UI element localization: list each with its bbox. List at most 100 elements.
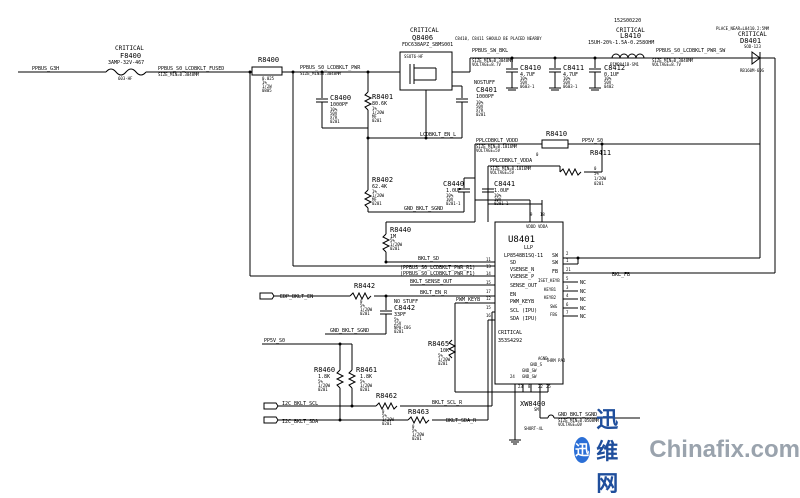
- r8461-pkg: 0201: [360, 387, 370, 392]
- u8401-pin-sd: SD: [510, 260, 516, 266]
- r8463-pkg: 0201: [412, 436, 422, 441]
- d8401-pkg: RB160M-60G: [740, 68, 765, 73]
- ppbus-pwr-label: PPBUS_S0_LCDBKLT_PWR: [300, 65, 361, 71]
- d8401-value: SOD-123: [744, 44, 761, 49]
- c8410-value: 4.7UF: [520, 72, 535, 78]
- c8400-tol: 10%: [330, 107, 338, 112]
- capacitor-c8441: C8441 1.0UF 10% 10V 0201-1: [482, 178, 515, 206]
- watermark: 迅 迅维网 Chinafix.com: [560, 408, 800, 497]
- watermark-en-text: Chinafix.com: [649, 435, 800, 463]
- r8411-value: 0: [594, 166, 597, 171]
- u8401-pin-vsense-n: VSENSE_N: [510, 267, 534, 273]
- bkl-fb-label: BKL_FB: [612, 272, 630, 278]
- c8412-pkg: 0402: [604, 84, 614, 89]
- pp5v-s0-label: PP5V_S0: [582, 138, 603, 144]
- r8400-ref: R8400: [258, 56, 279, 64]
- capacitor-c8400: C8400 1000PF 10% 50V X7R 0201: [316, 70, 351, 128]
- r8411-pkg: 0201: [594, 181, 604, 186]
- u8401-pin-iset: ISET_KEYB: [538, 278, 560, 283]
- u8401-pin-num-6: 6: [566, 302, 569, 307]
- r8463-tol: 5%: [412, 428, 417, 433]
- r8401-ref: R8401: [372, 93, 393, 101]
- ground-symbol-c8410: [506, 87, 518, 91]
- r8410-ref: R8410: [546, 130, 567, 138]
- r8462-ref: R8462: [376, 392, 397, 400]
- u8401-pin-keyb1: KEYB1: [544, 287, 557, 292]
- ppbus-g3h-label: PPBUS_G3H: [32, 66, 59, 72]
- resistor-r8461: R8461 1.8K 5% 1/20W 0201: [347, 366, 377, 406]
- u8401-pin-sense-out: SENSE_OUT: [510, 283, 537, 289]
- net-edp-bklt-en: EDP_BKLT_EN: [259, 292, 350, 300]
- r8440-pwr: 1/20W: [390, 242, 403, 247]
- r8442-ref: R8442: [354, 282, 375, 290]
- r8460-pkg: 0201: [318, 387, 328, 392]
- inductor-l8410: 152S00220 CRITICAL L8410 15UH-20%-1.5A-0…: [588, 18, 654, 67]
- c8442-value: 33PF: [394, 312, 406, 318]
- r8463-ref: R8463: [408, 408, 429, 416]
- r8401-pwr: 1/20W: [372, 110, 385, 115]
- c8411-tol: 10%: [563, 76, 571, 81]
- bklt-sense-out-label: BKLT_SENSE_OUT: [410, 279, 452, 285]
- lcdbklt-en-l-label: LCDBKLT_EN_L: [420, 132, 456, 138]
- net-ppbus-fused: PPBUS_S0_LCDBKLT_FUSED SIZE_MIN=0.3048MM: [158, 66, 224, 77]
- r8411-ref: R8411: [590, 149, 611, 157]
- resistor-r8411: R8411 0 5% 1/20W 0201: [559, 149, 611, 186]
- c8400-value: 1000PF: [330, 102, 348, 108]
- pp5v-s0-left-label: PP5V_S0: [264, 338, 285, 344]
- capacitor-c8440: C8440 1.0UF 10% 10V 0201-1: [443, 177, 475, 212]
- c8400-ref: C8400: [330, 94, 351, 102]
- title-note: 152S00220: [614, 18, 641, 24]
- pplcdbklt-vdda-label: PPLCDBKLT_VDDA: [490, 158, 532, 164]
- l8410-ref: L8410: [620, 32, 641, 40]
- u8401-pin-keyb2: KEYB2: [544, 295, 557, 300]
- diode-d8401: CRITICAL D8401 SOD-123 RB160M-60G: [738, 31, 775, 73]
- u8401-pin-num-15: 15: [486, 280, 491, 285]
- f8400-package: 603-HF: [118, 76, 133, 81]
- r8401-pkg: 0201: [372, 118, 382, 123]
- u8401-pin-num-17: 17: [486, 289, 491, 294]
- svg-text:SIZE_MIN=0.3048MM: SIZE_MIN=0.3048MM: [652, 58, 694, 63]
- i2c-bklt-scl-label: I2C_BKLT_SCL: [282, 401, 318, 407]
- c8412-volt: 50V: [604, 80, 612, 85]
- net-ppbus-g3h: PPBUS_G3H: [18, 66, 72, 73]
- resistor-r8400: R8400 0.025 1% 1/2W 0805: [251, 56, 400, 93]
- u8401-pkg: LLP: [524, 245, 533, 251]
- u8401-pin-sda: SDA (IPU): [510, 316, 537, 322]
- ground-symbol-bottom: [509, 439, 521, 445]
- u8401-pin-fb: FB: [552, 269, 558, 275]
- c8400-volt: 50V: [330, 111, 338, 116]
- capacitor-c8410: C8410 4.7UF 10% 50V 0603-1: [506, 56, 541, 89]
- svg-text:SIZE_MIN=0.1016MM: SIZE_MIN=0.1016MM: [490, 166, 532, 171]
- nc-keyb1: NC: [580, 289, 586, 295]
- c8440-value: 1.0UF: [446, 188, 461, 194]
- svg-text:VOLTAGE=5V: VOLTAGE=5V: [490, 170, 515, 175]
- c8410-volt: 50V: [520, 80, 528, 85]
- r8462-tol: 5%: [382, 413, 387, 418]
- resistor-r8401: R8401 80.6K 1% 1/20W MF 0201: [363, 70, 393, 190]
- u8401-ref: U8401: [508, 235, 535, 245]
- u8401-pin-num-11: 11: [486, 257, 491, 262]
- u8401-pin18: 18: [540, 212, 545, 217]
- f8400-ref: F8400: [120, 52, 141, 60]
- c8441-tol: 10%: [494, 193, 502, 198]
- xw8400-pkg: SHORT-4L: [524, 426, 544, 431]
- r8461-ref: R8461: [356, 366, 377, 374]
- resistor-r8410: R8410 0: [536, 130, 569, 157]
- c8411-ref: C8411: [563, 64, 584, 72]
- resistor-r8440: R8440 1M 5% 1/20W 0201: [381, 221, 475, 262]
- top-note: C8410, C8411 SHOULD BE PLACED NEARBY: [455, 36, 542, 41]
- net-pplcdbklt-vdda: PPLCDBKLT_VDDA SIZE_MIN=0.1016MM VOLTAGE…: [488, 158, 561, 175]
- r8400-pwr: 1/2W: [262, 84, 272, 89]
- r8400-tol: 1%: [262, 80, 267, 85]
- r8401-type: MF: [372, 114, 377, 119]
- shortwire-xw8400: XW8400 SM SHORT-4L: [520, 400, 640, 431]
- c8400-pkg: 0201: [330, 119, 340, 124]
- net-i2c-bklt-sda: I2C_BKLT_SDA: [263, 416, 408, 425]
- r8460-tol: 5%: [318, 379, 323, 384]
- r8402-pwr: 1/20W: [372, 193, 385, 198]
- r8461-pwr: 1/20W: [360, 383, 373, 388]
- u8401-critical: CRITICAL: [498, 330, 522, 336]
- u8401-pin-swg: SWG: [550, 304, 558, 309]
- fuse-f8400: CRITICAL F8400 3AMP-32V-467 603-HF: [72, 45, 250, 81]
- u8401-pin-num-12: 12: [486, 296, 491, 301]
